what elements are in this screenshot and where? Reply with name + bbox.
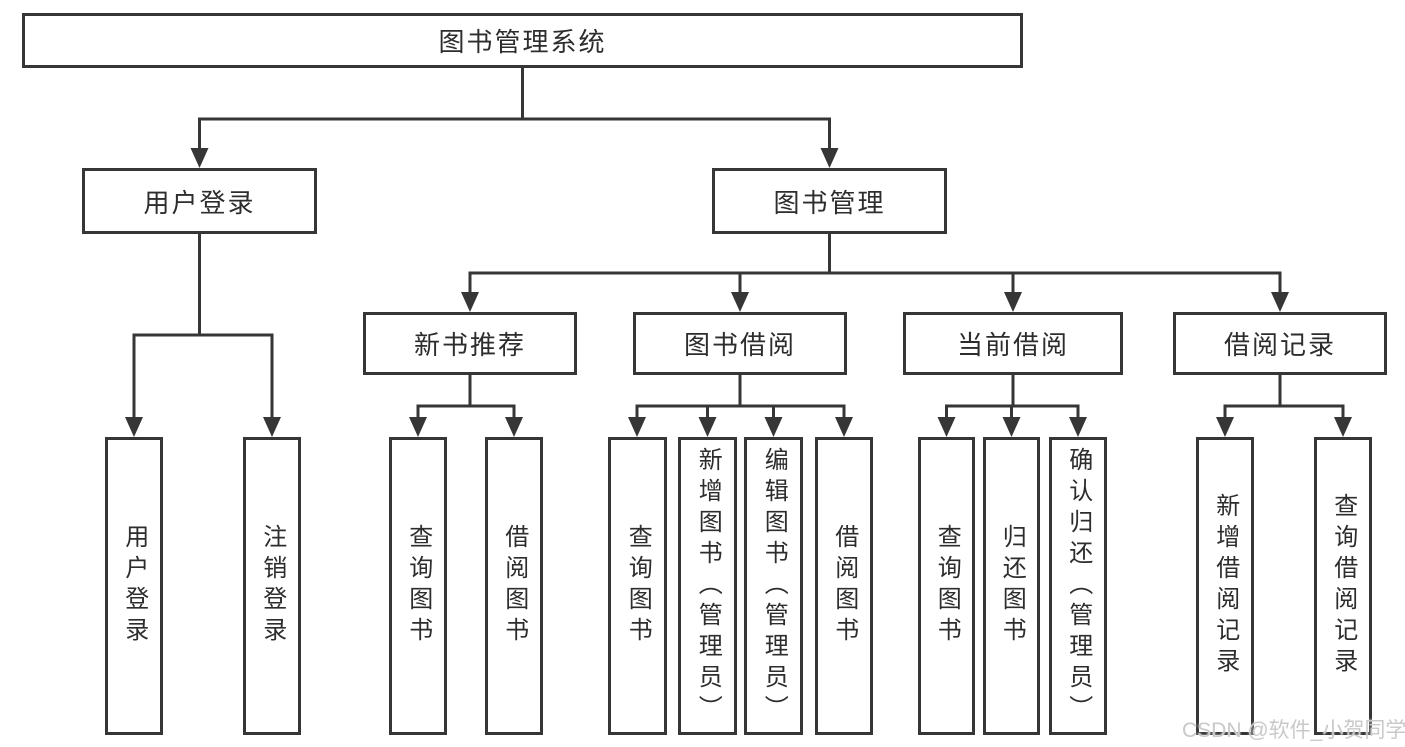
node-current-borrow: 当前借阅 [903,312,1123,375]
arrowhead-icon [1334,417,1352,437]
node-current-borrow-label: 当前借阅 [956,330,1069,360]
arrowhead-icon [461,292,479,312]
leaf-user-login-label: 用户登录 [120,524,148,648]
leaf-recommend-borrow-books-label: 借阅图书 [500,524,528,648]
arrowhead-icon [698,417,717,437]
leaf-borrow-borrow-books-label: 借阅图书 [830,524,858,648]
leaf-current-query-books: 查询图书 [918,437,975,735]
leaf-current-return-books: 归还图书 [983,437,1040,735]
leaf-records-add-record: 新增借阅记录 [1196,437,1254,735]
leaf-current-query-books-label: 查询图书 [933,524,961,648]
arrowhead-icon [1216,417,1234,437]
arrowhead-icon [125,417,143,437]
node-borrow-records: 借阅记录 [1173,312,1387,375]
leaf-borrow-query-books-label: 查询图书 [624,524,652,648]
leaf-records-query-record-label: 查询借阅记录 [1329,493,1357,679]
arrowhead-icon [937,417,956,437]
leaf-records-query-record: 查询借阅记录 [1314,437,1372,735]
node-root-label: 图书管理系统 [438,27,607,57]
node-root: 图书管理系统 [22,13,1023,68]
leaf-current-confirm-return-admin-label: 确认归还（管理员） [1064,446,1092,726]
arrowhead-icon [1069,417,1087,437]
leaf-recommend-query-books: 查询图书 [389,437,447,735]
leaf-user-login: 用户登录 [105,437,163,735]
leaf-recommend-borrow-books: 借阅图书 [485,437,543,735]
arrowhead-icon [820,148,839,168]
node-new-book-recommend-label: 新书推荐 [413,330,526,360]
node-user-login-label: 用户登录 [143,187,256,218]
leaf-recommend-query-books-label: 查询图书 [404,524,432,648]
leaf-logout-label: 注销登录 [258,524,286,648]
node-user-login: 用户登录 [82,168,317,234]
csdn-watermark: CSDN @软件_小贺同学 [1182,719,1405,742]
node-book-borrow: 图书借阅 [633,312,847,375]
leaf-current-confirm-return-admin: 确认归还（管理员） [1049,437,1107,735]
node-borrow-records-label: 借阅记录 [1223,330,1336,360]
leaf-borrow-borrow-books: 借阅图书 [815,437,873,735]
leaf-records-add-record-label: 新增借阅记录 [1211,493,1239,679]
arrowhead-icon [1004,292,1022,312]
arrowhead-icon [190,148,209,168]
leaf-borrow-add-books-admin: 新增图书（管理员） [678,437,737,735]
arrowhead-icon [1002,417,1021,437]
node-book-management: 图书管理 [712,168,947,234]
arrowhead-icon [764,417,783,437]
arrowhead-icon [409,417,427,437]
arrowhead-icon [628,417,646,437]
leaf-borrow-query-books: 查询图书 [608,437,667,735]
arrowhead-icon [505,417,523,437]
node-new-book-recommend: 新书推荐 [363,312,577,375]
node-book-management-label: 图书管理 [773,187,886,218]
leaf-borrow-add-books-admin-label: 新增图书（管理员） [694,446,722,726]
arrowhead-icon [1271,292,1289,312]
arrowhead-icon [731,292,749,312]
leaf-borrow-edit-books-admin: 编辑图书（管理员） [744,437,803,735]
arrowhead-icon [263,417,281,437]
node-book-borrow-label: 图书借阅 [683,330,796,360]
leaf-logout: 注销登录 [243,437,301,735]
leaf-borrow-edit-books-admin-label: 编辑图书（管理员） [760,446,788,726]
arrowhead-icon [835,417,853,437]
leaf-current-return-books-label: 归还图书 [998,524,1026,648]
